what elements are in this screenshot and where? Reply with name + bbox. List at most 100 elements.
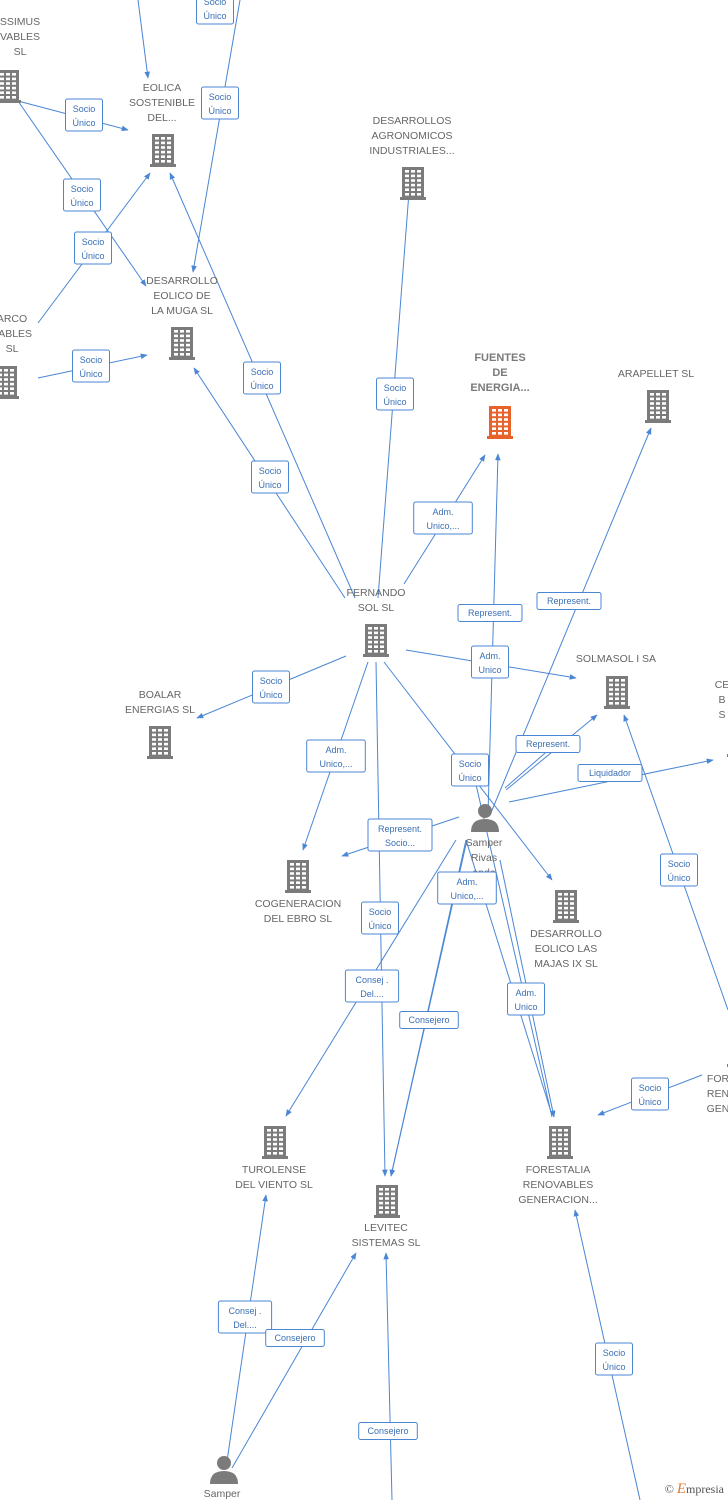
building-window — [621, 692, 625, 696]
building-window — [4, 378, 8, 381]
edge-label-23[interactable]: Adm.Unico — [507, 982, 545, 1016]
edge-label-19[interactable]: Adm.Unico,... — [437, 871, 497, 905]
edge-bottom_c-levitec — [383, 1252, 393, 1500]
building-window — [164, 733, 168, 737]
building-window — [621, 679, 625, 682]
node-label: FUENTES — [474, 352, 525, 364]
building-window — [379, 1197, 383, 1200]
building-window — [650, 393, 654, 396]
edge-label-22[interactable]: Consejero — [399, 1011, 459, 1029]
building-window — [296, 867, 300, 871]
building-window — [12, 82, 16, 85]
node-parco[interactable]: ARCOVABLESSL — [0, 313, 32, 399]
building-window — [504, 418, 508, 421]
edge-label-18[interactable]: Represent.Socio... — [367, 818, 433, 852]
edge-label-12[interactable]: Adm.Unico — [471, 645, 509, 679]
building-window — [385, 1192, 389, 1196]
building-window — [558, 1147, 562, 1150]
building-icon — [645, 390, 671, 423]
edge-label-9[interactable]: Adm.Unico,... — [413, 501, 473, 535]
edge-label-box — [536, 592, 602, 610]
edge-label-26[interactable]: Consej .Del.... — [217, 1300, 273, 1334]
building-window — [161, 137, 165, 140]
building-window — [273, 1152, 277, 1155]
building-window — [609, 683, 613, 687]
edge-label-box — [457, 604, 523, 622]
building-window — [155, 141, 159, 145]
node-eolica_sostenible[interactable]: EOLICASOSTENIBLEDEL... — [129, 82, 195, 167]
building-window — [155, 150, 159, 154]
node-arapellet[interactable]: ARAPELLET SL — [618, 368, 694, 423]
building-window — [492, 418, 496, 421]
edge-label-box — [217, 1300, 273, 1334]
node-desarrollos_agronomicos[interactable]: DESARROLLOSAGRONOMICOSINDUSTRIALES... — [369, 115, 455, 200]
building-window — [152, 733, 156, 737]
building-window — [411, 188, 415, 191]
edge-label-28[interactable]: Consejero — [358, 1422, 418, 1440]
building-window — [180, 330, 184, 333]
edge-samper_rivas-fuentes — [487, 453, 501, 816]
edge-label-text: Represent. — [547, 596, 591, 606]
building-window — [290, 863, 294, 866]
building-window — [662, 416, 666, 419]
edge-label-11[interactable]: Represent. — [536, 592, 602, 610]
building-window — [267, 1138, 271, 1141]
building-window — [405, 188, 409, 191]
copyright-symbol: © — [664, 1482, 674, 1496]
edge-label-14[interactable]: Liquidador — [577, 764, 643, 782]
node-solmasol[interactable]: SOLMASOL I SA — [576, 653, 656, 709]
edge-label-10[interactable]: Represent. — [457, 604, 523, 622]
building-window — [405, 183, 409, 187]
building-window — [167, 160, 171, 163]
edge-label-box — [367, 818, 433, 852]
building-window — [380, 640, 384, 644]
edge-samper_bottom-levitec — [231, 1252, 357, 1469]
edge-label-text: Socio — [71, 184, 94, 194]
building-window — [6, 91, 10, 94]
building-window — [374, 645, 378, 648]
edge-label-27[interactable]: Consejero — [265, 1329, 325, 1347]
node-samper_rivas[interactable]: SamperRivasando — [466, 804, 503, 879]
building-window — [0, 382, 2, 386]
edge-label-16[interactable]: Adm.Unico,... — [306, 739, 366, 773]
node-samper_bottom[interactable]: Samper — [204, 1456, 241, 1500]
building-window — [167, 137, 171, 140]
node-fuentes[interactable]: FUENTESDEENERGIA... — [470, 352, 530, 439]
edge-label-13[interactable]: Represent. — [515, 735, 581, 753]
edge-label-text: Adm. — [325, 745, 346, 755]
node-forestalia[interactable]: FORESTALIARENOVABLESGENERACION... — [518, 1126, 598, 1206]
building-window — [492, 413, 496, 417]
building-window — [158, 752, 162, 755]
building-window — [186, 348, 190, 351]
building-window — [650, 416, 654, 419]
edge-label-21[interactable]: Consej .Del.... — [344, 969, 400, 1003]
building-window — [650, 397, 654, 401]
building-icon — [150, 134, 176, 167]
building-window — [368, 631, 372, 635]
